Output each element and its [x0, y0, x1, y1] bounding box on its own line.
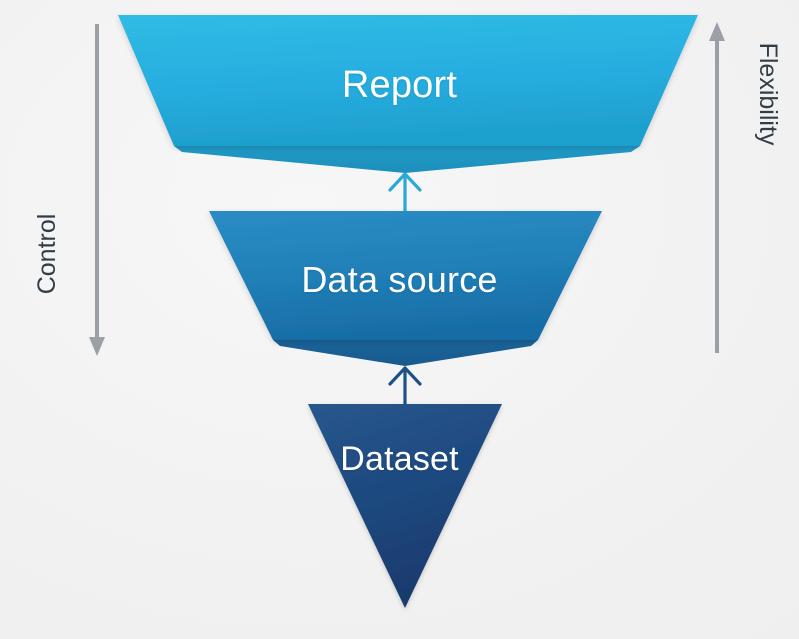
connector-data-source-to-report [388, 172, 422, 212]
dataset-body [308, 404, 502, 608]
stage-shape-data-source[interactable] [209, 211, 602, 366]
stage-label-data-source: Data source [301, 259, 498, 300]
report-body [118, 15, 698, 146]
connector-dataset-to-data-source [388, 366, 422, 406]
stage-label-report: Report [341, 64, 458, 106]
report-fold [174, 146, 640, 173]
axis-arrow-control [89, 24, 105, 356]
axis-label-flexibility: Flexibility [754, 42, 782, 146]
axis-label-control: Control [33, 213, 61, 295]
arrowhead-up-icon [709, 22, 725, 41]
arrowhead-down-icon [89, 337, 105, 356]
stage-shape-dataset[interactable] [308, 404, 502, 608]
data-source-fold [273, 340, 538, 366]
stage-shape-report[interactable] [118, 15, 698, 173]
data-source-body [209, 211, 602, 340]
stage-label-dataset: Dataset [340, 440, 459, 478]
axis-arrow-flexibility [709, 22, 725, 353]
arrowhead-up-icon [388, 366, 422, 386]
arrowhead-up-icon [388, 172, 422, 192]
